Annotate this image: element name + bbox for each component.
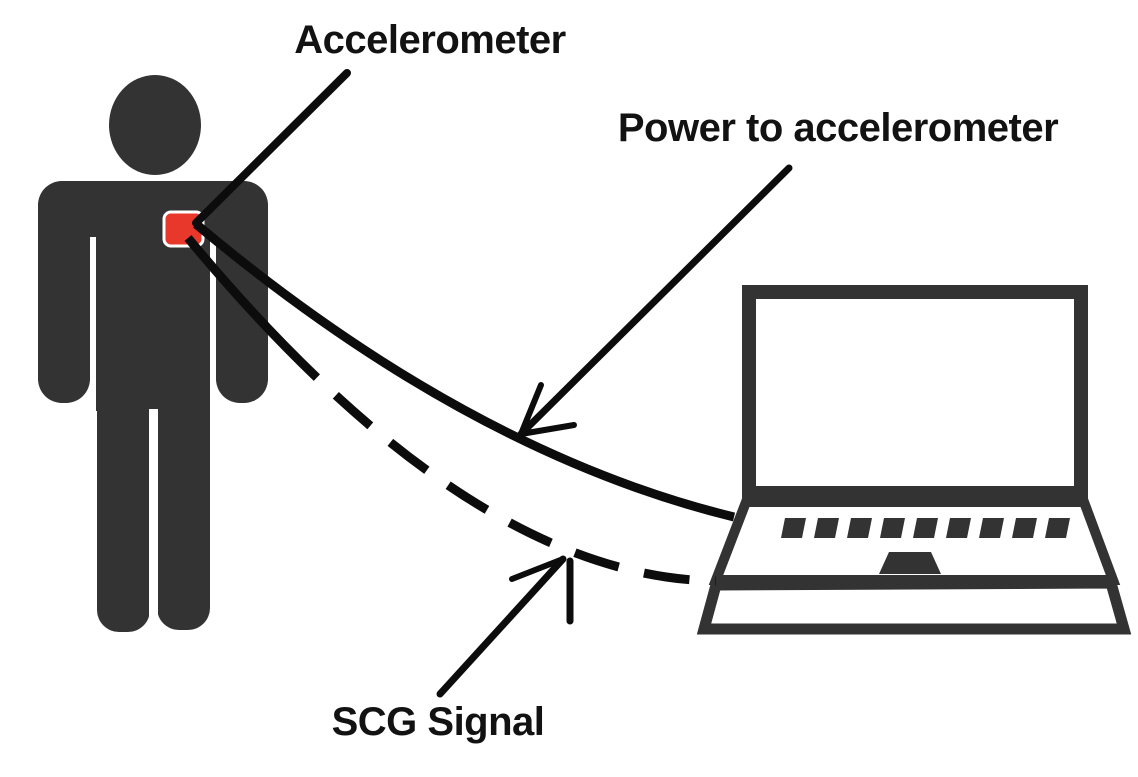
laptop-screen xyxy=(742,285,1088,500)
laptop-key xyxy=(880,518,905,538)
person-leg-gap xyxy=(149,409,158,635)
laptop-key xyxy=(946,518,971,538)
scg-arrow-shaft xyxy=(436,555,567,698)
laptop-key xyxy=(1012,518,1037,538)
laptop xyxy=(696,285,1132,635)
power-arrowhead-barb xyxy=(518,422,577,437)
laptop-key xyxy=(814,518,839,538)
scg-arrowhead-barb xyxy=(509,556,566,582)
laptop-keys xyxy=(781,518,1070,574)
person-right-leg xyxy=(157,390,210,630)
power-line xyxy=(193,220,736,522)
laptop-key xyxy=(847,518,872,538)
accelerometer-pointer-line xyxy=(192,69,351,227)
person-right-arm xyxy=(216,181,268,403)
person-head xyxy=(109,75,201,175)
laptop-touchpad xyxy=(879,552,941,574)
person-left-arm xyxy=(38,181,90,403)
annotations xyxy=(192,69,793,698)
scg-line xyxy=(184,235,717,586)
laptop-key xyxy=(979,518,1004,538)
laptop-key xyxy=(781,518,806,538)
laptop-base xyxy=(696,577,1132,635)
power-label: Power to accelerometer xyxy=(617,106,1059,150)
person-figure xyxy=(38,75,268,635)
connections xyxy=(184,220,736,586)
laptop-key xyxy=(1045,518,1070,538)
person-left-leg xyxy=(97,390,150,632)
laptop-key xyxy=(913,518,938,538)
scg-label: SCG Signal xyxy=(331,700,545,744)
power-arrow-shaft xyxy=(517,164,793,438)
power-arrowhead-barb xyxy=(518,382,544,437)
accelerometer-label: Accelerometer xyxy=(294,18,566,62)
